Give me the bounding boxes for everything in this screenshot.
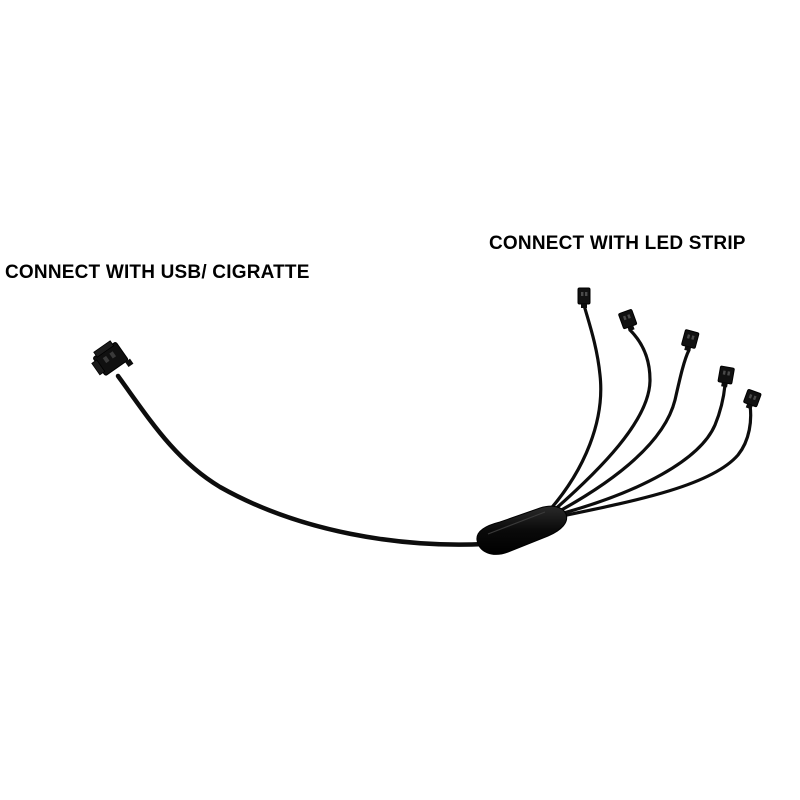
female-connector-icon — [717, 365, 735, 388]
input-connector-label: CONNECT WITH USB/ CIGRATTE — [5, 262, 310, 283]
branch-wires — [546, 303, 753, 518]
output-connectors-label: CONNECT WITH LED STRIP — [489, 233, 746, 254]
branch-wire-3 — [554, 348, 691, 515]
splitter-junction-icon — [476, 505, 568, 555]
branch-wire-2 — [550, 328, 652, 514]
branch-wire-1 — [546, 303, 603, 514]
male-connector-icon — [91, 340, 134, 376]
female-connector-icon — [577, 287, 591, 308]
female-connector-icon — [743, 389, 762, 410]
branch-wire-5 — [560, 403, 753, 518]
input-cable — [115, 373, 488, 547]
female-connector-icon — [681, 329, 700, 352]
female-connector-icon — [618, 309, 638, 332]
branch-wire-4 — [558, 383, 727, 516]
